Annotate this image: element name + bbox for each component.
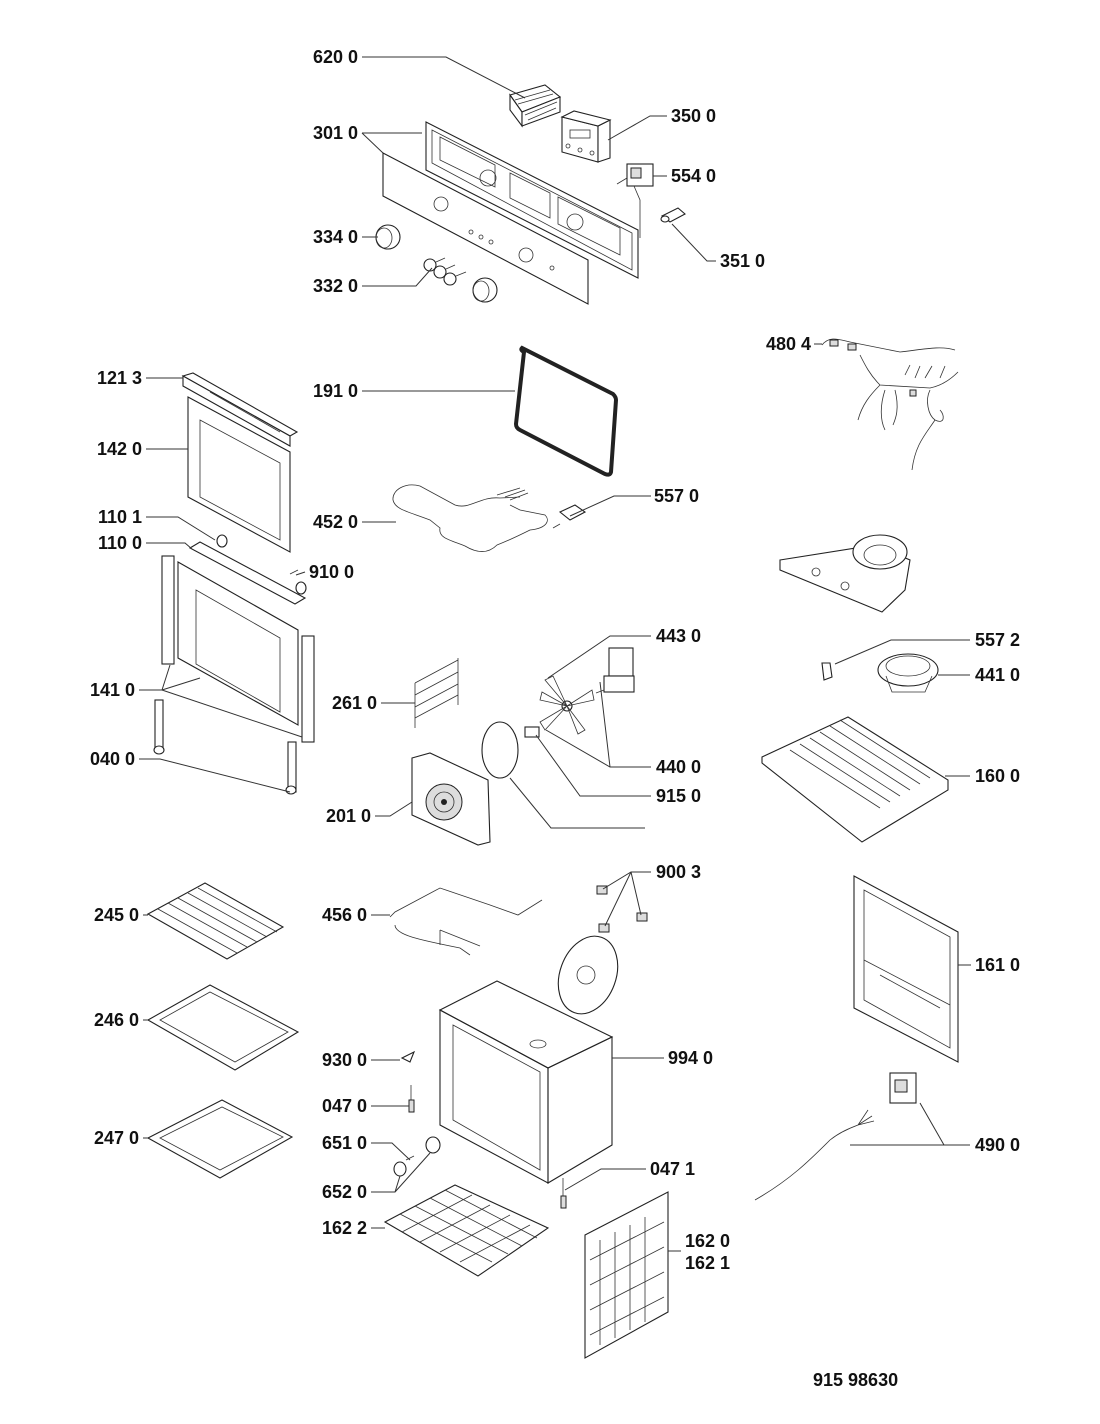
label-443-0: 443 0 bbox=[656, 626, 701, 646]
label-047-1: 047 1 bbox=[650, 1159, 695, 1179]
part-161-back-panel bbox=[853, 875, 959, 1063]
part-440-fan-blade bbox=[539, 675, 595, 735]
part-480-wiring-harness bbox=[821, 338, 959, 471]
label-900-3: 900 3 bbox=[656, 862, 701, 882]
part-labels: 620 0 350 0 301 0 554 0 334 0 351 0 332 … bbox=[90, 47, 1020, 1273]
part-557-2-thermal-cutout bbox=[821, 662, 833, 681]
label-440-0: 440 0 bbox=[656, 757, 701, 777]
part-162-2-catalytic-floor bbox=[383, 1184, 550, 1277]
leader-lines bbox=[139, 56, 971, 1252]
part-441-tangential-fan bbox=[877, 653, 939, 693]
part-247-deep-pan bbox=[146, 1099, 294, 1179]
label-334-0: 334 0 bbox=[313, 227, 358, 247]
part-201-fan-cover bbox=[411, 752, 491, 846]
label-351-0: 351 0 bbox=[720, 251, 765, 271]
part-350-timer-display bbox=[560, 110, 612, 163]
part-332-push-buttons bbox=[423, 257, 467, 286]
label-620-0: 620 0 bbox=[313, 47, 358, 67]
label-557-0: 557 0 bbox=[654, 486, 699, 506]
label-557-2: 557 2 bbox=[975, 630, 1020, 650]
part-334-knob bbox=[375, 224, 498, 303]
label-110-0: 110 0 bbox=[98, 533, 142, 553]
part-490-mains-cable-terminal bbox=[754, 1072, 917, 1201]
label-456-0: 456 0 bbox=[322, 905, 367, 925]
label-110-1: 110 1 bbox=[98, 507, 142, 527]
part-452-top-heating-element bbox=[392, 484, 548, 552]
part-261-shelf-support bbox=[414, 658, 459, 728]
part-915-fan-element-ring bbox=[481, 721, 540, 779]
label-994-0: 994 0 bbox=[668, 1048, 713, 1068]
label-142-0: 142 0 bbox=[97, 439, 142, 459]
label-261-0: 261 0 bbox=[332, 693, 377, 713]
part-900-lamp-holders bbox=[596, 885, 648, 933]
part-141-outer-door-glass bbox=[161, 555, 315, 743]
part-930-lamp-cover bbox=[400, 1050, 416, 1063]
label-247-0: 247 0 bbox=[94, 1128, 139, 1148]
part-fan-cover-plate bbox=[779, 534, 911, 613]
part-351-lamp-switch bbox=[660, 207, 686, 223]
part-245-wire-shelf bbox=[146, 882, 285, 960]
part-246-baking-tray bbox=[146, 984, 300, 1071]
part-fan-back-plate bbox=[557, 935, 619, 1015]
label-245-0: 245 0 bbox=[94, 905, 139, 925]
label-201-0: 201 0 bbox=[326, 806, 371, 826]
part-557-thermostat bbox=[552, 504, 587, 529]
label-332-0: 332 0 bbox=[313, 276, 358, 296]
part-040-hinges bbox=[153, 699, 297, 795]
label-651-0: 651 0 bbox=[322, 1133, 367, 1153]
label-490-0: 490 0 bbox=[975, 1135, 1020, 1155]
label-554-0: 554 0 bbox=[671, 166, 716, 186]
part-047-probe bbox=[408, 1085, 567, 1209]
label-350-0: 350 0 bbox=[671, 106, 716, 126]
label-930-0: 930 0 bbox=[322, 1050, 367, 1070]
label-441-0: 441 0 bbox=[975, 665, 1020, 685]
part-456-bottom-heating-element bbox=[389, 887, 543, 956]
label-047-0: 047 0 bbox=[322, 1096, 367, 1116]
label-246-0: 246 0 bbox=[94, 1010, 139, 1030]
part-160-top-shelf-guide bbox=[761, 716, 949, 843]
part-620-connector-block bbox=[509, 84, 562, 128]
part-301-control-panel bbox=[382, 121, 639, 305]
label-162-0: 162 0 bbox=[685, 1231, 730, 1251]
label-141-0: 141 0 bbox=[90, 680, 135, 700]
part-142-inner-glass bbox=[187, 396, 291, 553]
label-915-0: 915 0 bbox=[656, 786, 701, 806]
label-480-4: 480 4 bbox=[766, 334, 811, 354]
label-301-0: 301 0 bbox=[313, 123, 358, 143]
label-910-0: 910 0 bbox=[309, 562, 354, 582]
label-652-0: 652 0 bbox=[322, 1182, 367, 1202]
label-161-0: 161 0 bbox=[975, 955, 1020, 975]
part-121-door-top-profile bbox=[181, 372, 299, 447]
label-452-0: 452 0 bbox=[313, 512, 358, 532]
label-162-2: 162 2 bbox=[322, 1218, 367, 1238]
part-110-door-handle bbox=[188, 534, 307, 605]
part-443-fan-motor bbox=[595, 647, 635, 694]
drawing-number: 915 98630 bbox=[813, 1370, 898, 1390]
part-554-selector-switch bbox=[616, 163, 654, 238]
label-162-1: 162 1 bbox=[685, 1253, 730, 1273]
part-651-652-lamp-parts bbox=[393, 1136, 441, 1177]
label-191-0: 191 0 bbox=[313, 381, 358, 401]
label-160-0: 160 0 bbox=[975, 766, 1020, 786]
part-162-catalytic-panel bbox=[584, 1191, 669, 1359]
part-191-door-gasket bbox=[513, 345, 619, 477]
label-121-3: 121 3 bbox=[97, 368, 142, 388]
part-994-oven-cavity bbox=[438, 980, 614, 1184]
label-040-0: 040 0 bbox=[90, 749, 135, 769]
